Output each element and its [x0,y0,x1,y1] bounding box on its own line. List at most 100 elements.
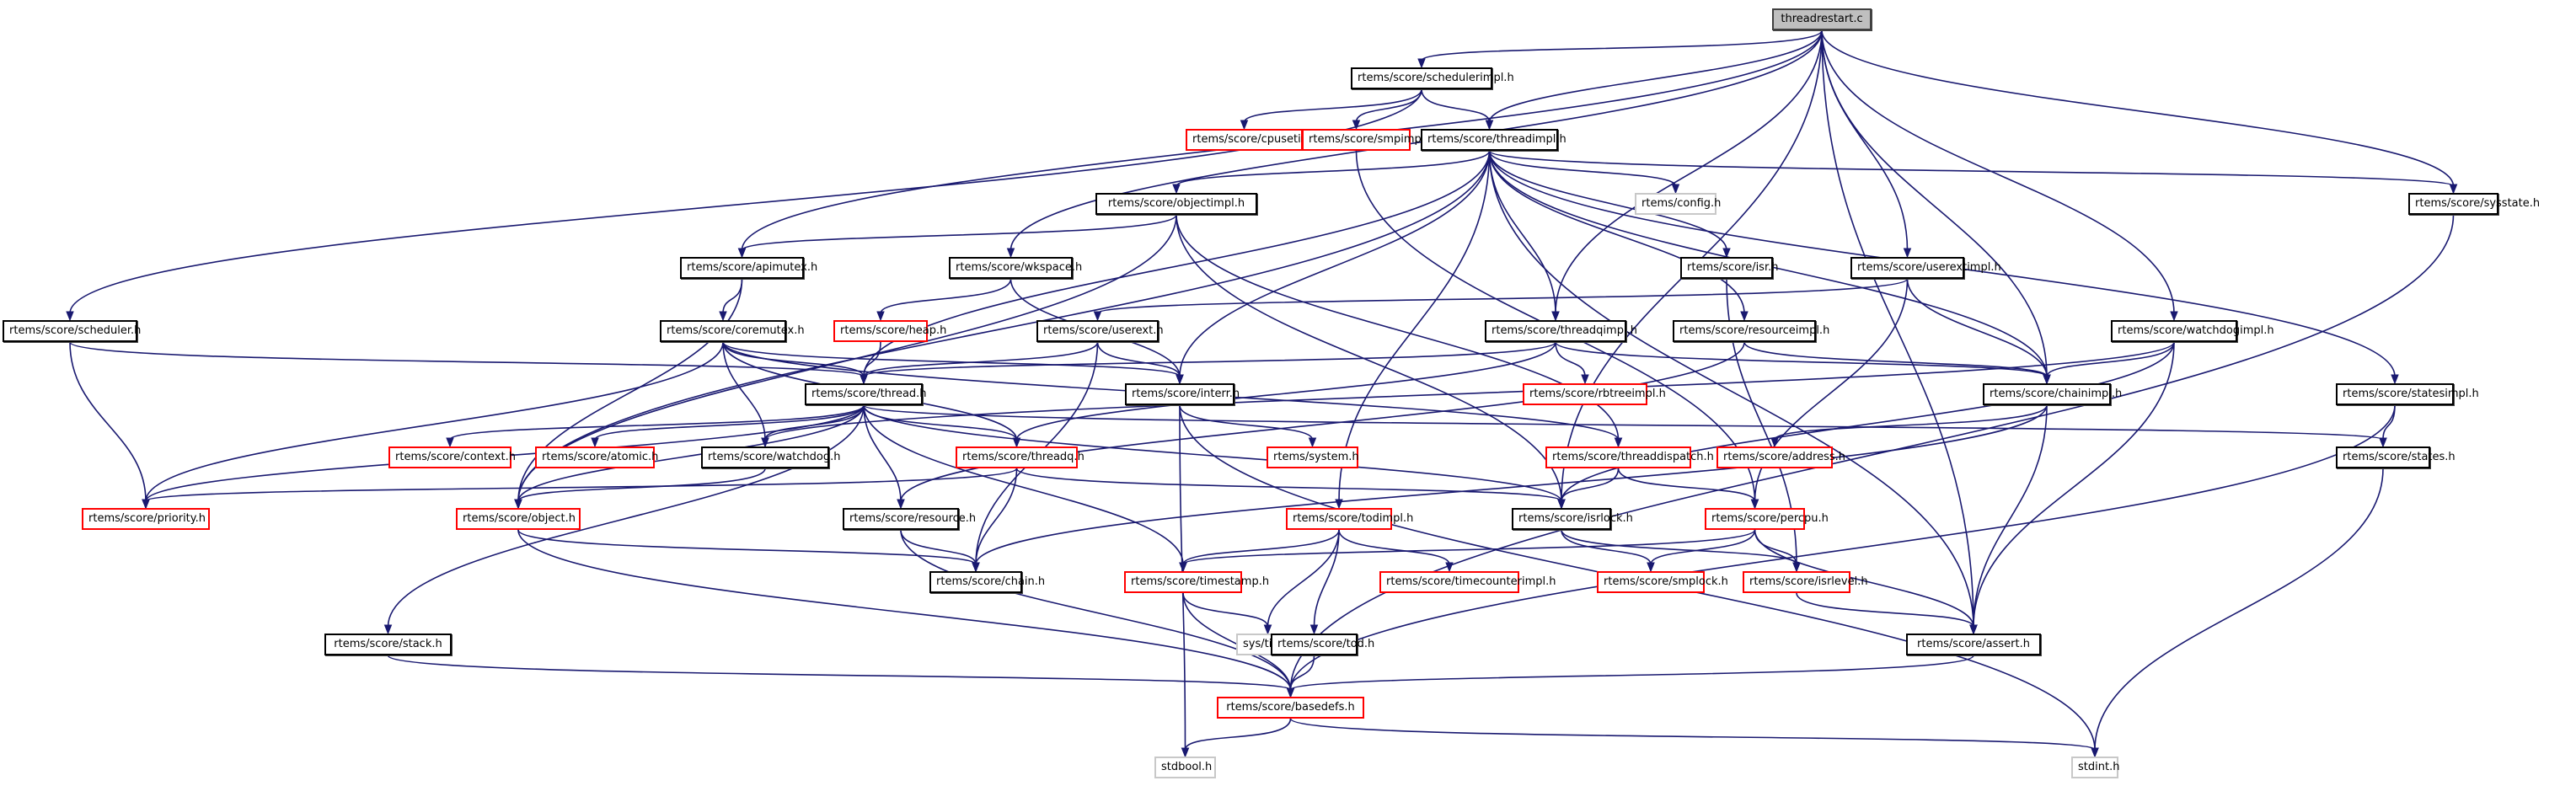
edge-watchdogimpl-to-watchdog [764,341,2175,441]
edge-root-to-wkspace [1010,29,1823,251]
edge-arrowhead [1557,499,1566,510]
graph-node-userextimpl[interactable]: rtems/score/userextimpl.h [1850,257,2001,279]
graph-node-stdbool[interactable]: stdbool.h [1154,757,1216,778]
graph-node-timestamp[interactable]: rtems/score/timestamp.h [1124,571,1269,593]
graph-node-system[interactable]: rtems/system.h [1267,446,1359,468]
graph-node-objectimpl[interactable]: rtems/score/objectimpl.h [1095,193,1257,215]
graph-node-scheduler[interactable]: rtems/score/scheduler.h [3,320,141,342]
edge-arrowhead [1012,437,1021,448]
graph-node-heap[interactable]: rtems/score/heap.h [833,320,946,342]
node-label: rtems/score/threaddispatch.h [1552,451,1714,463]
graph-node-statesimpl[interactable]: rtems/score/statesimpl.h [2336,383,2479,405]
graph-node-stack[interactable]: rtems/score/stack.h [324,634,452,655]
node-label: rtems/score/chain.h [936,575,1046,588]
node-label: rtems/score/timecounterimpl.h [1386,575,1556,588]
graph-node-address[interactable]: rtems/score/address.h [1716,446,1845,468]
graph-node-rbtreeimpl[interactable]: rtems/score/rbtreeimpl.h [1523,383,1666,405]
edge-arrowhead [383,624,393,635]
node-label: rtems/system.h [1273,451,1359,463]
graph-node-chainimpl[interactable]: rtems/score/chainimpl.h [1983,383,2122,405]
graph-node-apimutex[interactable]: rtems/score/apimutex.h [680,257,817,279]
graph-node-smplock[interactable]: rtems/score/smplock.h [1597,571,1728,593]
edge-root-to-chainimpl [1821,29,2048,377]
graph-node-threadq[interactable]: rtems/score/threadq.h [956,446,1084,468]
graph-node-stdint[interactable]: stdint.h [2071,757,2119,778]
edge-arrowhead [1671,184,1680,195]
edge-arrowhead [1176,374,1184,385]
edge-thread-to-object [517,404,865,502]
graph-node-priority[interactable]: rtems/score/priority.h [82,508,210,530]
edge-chainimpl-to-chain [975,404,2048,565]
graph-node-wkspace[interactable]: rtems/score/wkspace.h [949,257,1082,279]
edge-arrowhead [591,437,599,448]
edge-arrowhead [2449,184,2458,195]
edge-todimpl-to-timecounterimpl [1338,529,1450,565]
graph-node-config[interactable]: rtems/config.h [1635,193,1721,215]
edge-scheduler-to-thread [69,341,865,377]
graph-node-threaddispatch[interactable]: rtems/score/threaddispatch.h [1545,446,1714,468]
edge-arrowhead [1352,120,1361,131]
edge-coremutex-to-priority [145,341,724,502]
graph-node-todimpl[interactable]: rtems/score/todimpl.h [1286,508,1413,530]
graph-node-watchdogimpl[interactable]: rtems/score/watchdogimpl.h [2111,320,2274,342]
node-label: stdbool.h [1161,761,1213,773]
node-label: rtems/score/percpu.h [1711,512,1829,525]
graph-node-watchdog[interactable]: rtems/score/watchdog.h [701,446,840,468]
graph-node-basedefs[interactable]: rtems/score/basedefs.h [1217,697,1364,719]
graph-node-threadimpl[interactable]: rtems/score/threadimpl.h [1421,129,1566,151]
edge-todimpl-to-tod [1313,529,1340,628]
graph-node-cpusetimpl[interactable]: rtems/score/cpusetimpl.h [1186,129,1332,151]
node-label: rtems/score/smplock.h [1604,575,1728,588]
graph-node-isr[interactable]: rtems/score/isr.h [1680,257,1778,279]
node-label: rtems/score/threadimpl.h [1427,133,1566,146]
node-label: rtems/score/address.h [1723,451,1846,463]
edge-threadqimpl-to-chainimpl [1555,341,2048,377]
graph-node-coremutex[interactable]: rtems/score/coremutex.h [660,320,805,342]
graph-node-assert[interactable]: rtems/score/assert.h [1906,634,2041,655]
graph-node-states[interactable]: rtems/score/states.h [2336,446,2456,468]
graph-node-resourceimpl[interactable]: rtems/score/resourceimpl.h [1673,320,1829,342]
graph-node-chain[interactable]: rtems/score/chain.h [929,571,1045,593]
graph-node-threadqimpl[interactable]: rtems/score/threadqimpl.h [1485,320,1637,342]
edge-arrowhead [897,499,905,510]
graph-node-schedulerimpl[interactable]: rtems/score/schedulerimpl.h [1351,67,1514,89]
edge-objectimpl-to-isrlock [1176,214,1562,502]
graph-node-atomic[interactable]: rtems/score/atomic.h [535,446,658,468]
edge-arrowhead [1172,184,1181,195]
edge-arrowhead [1181,747,1190,758]
graph-node-tod[interactable]: rtems/score/tod.h [1271,634,1374,655]
edge-isrlevel-to-assert [1796,592,1974,628]
edge-arrowhead [2170,311,2178,322]
graph-node-timecounterimpl[interactable]: rtems/score/timecounterimpl.h [1379,571,1556,593]
graph-node-userext[interactable]: rtems/score/userext.h [1036,320,1164,342]
edge-coremutex-to-interr [722,341,1181,377]
edge-basedefs-to-stdbool [1184,718,1292,751]
graph-node-isrlock[interactable]: rtems/score/isrlock.h [1512,508,1633,530]
node-label: rtems/score/statesimpl.h [2343,388,2479,400]
edge-root-to-schedulerimpl [1421,29,1823,61]
node-label: rtems/score/chainimpl.h [1990,388,2123,400]
edge-percpu-to-timestamp [1182,529,1756,565]
node-label: rtems/score/rbtreeimpl.h [1529,388,1666,400]
graph-node-context[interactable]: rtems/score/context.h [388,446,516,468]
edge-interr-to-system [1179,404,1314,441]
graph-node-smpimpl[interactable]: rtems/score/smpimpl.h [1302,129,1435,151]
graph-node-object[interactable]: rtems/score/object.h [456,508,581,530]
edge-threadq-to-priority [145,468,1018,502]
graph-node-thread[interactable]: rtems/score/thread.h [805,383,927,405]
graph-node-isrlevel[interactable]: rtems/score/isrlevel.h [1743,571,1868,593]
edge-schedulerimpl-to-cpusetimpl [1243,88,1422,123]
graph-node-sysstate[interactable]: rtems/score/sysstate.h [2408,193,2540,215]
edge-percpu-to-smplock [1650,529,1756,565]
graph-node-interr[interactable]: rtems/score/interr.h [1125,383,1240,405]
edge-isrlock-to-smplock [1561,529,1652,565]
node-label: rtems/score/cpusetimpl.h [1192,133,1332,146]
edge-watchdogimpl-to-chainimpl [2046,341,2175,377]
edge-threadimpl-to-resourceimpl [1488,150,1745,314]
edge-arrowhead [1903,248,1912,259]
graph-node-resource[interactable]: rtems/score/resource.h [843,508,976,530]
graph-node-percpu[interactable]: rtems/score/percpu.h [1705,508,1829,530]
edge-arrowhead [719,311,727,322]
edge-coremutex-to-thread [722,341,865,377]
edge-timestamp-to-systime [1182,592,1269,628]
